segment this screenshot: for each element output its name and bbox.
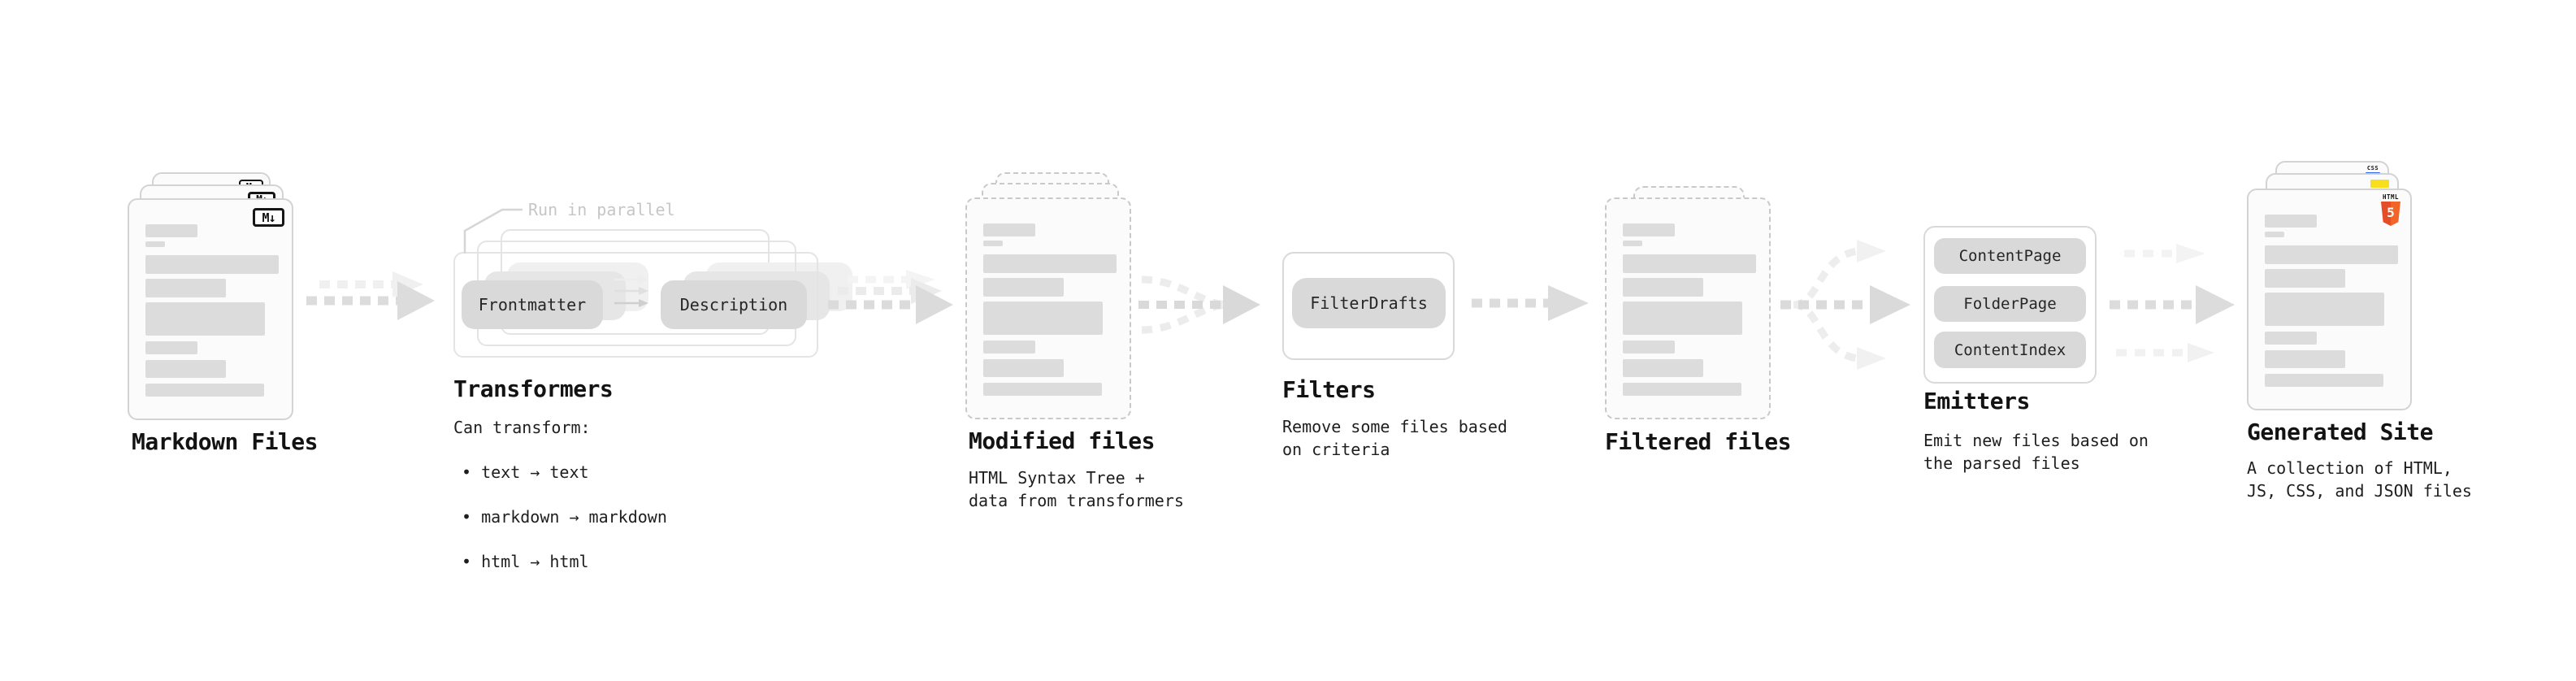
folderpage-chip: FolderPage — [1934, 286, 2086, 322]
generated-site-title: Generated Site — [2247, 419, 2434, 445]
arrow-markdown-to-transformers-icon — [306, 271, 435, 320]
arrow-filters-to-filtered-icon — [1472, 285, 1589, 321]
bullet-item: • html → html — [462, 551, 589, 571]
transformers-subtitle: Can transform: — [453, 418, 591, 437]
frontmatter-chip: Frontmatter — [462, 280, 603, 329]
arrow-emitters-to-site-icon — [2110, 244, 2235, 362]
html5-icon: HTML 5 — [2380, 194, 2401, 226]
bullet-item: • text → text — [462, 462, 589, 482]
filtered-files-title: Filtered files — [1605, 428, 1792, 455]
generated-site-desc: A collection of HTML, JS, CSS, and JSON … — [2247, 458, 2472, 501]
markdown-icon: M↓ — [253, 208, 284, 227]
modified-files-title: Modified files — [969, 427, 1156, 454]
filters-title: Filters — [1282, 376, 1376, 403]
emitters-title: Emitters — [1923, 388, 2030, 414]
markdown-files-title: Markdown Files — [132, 428, 319, 455]
filters-desc: Remove some files based on criteria — [1282, 417, 1507, 459]
run-in-parallel-note: Run in parallel — [528, 200, 675, 219]
emitters-desc: Emit new files based on the parsed files — [1923, 431, 2149, 473]
modified-file-front — [965, 197, 1131, 419]
site-file-front: HTML 5 — [2247, 189, 2412, 410]
transformer-panel-front — [453, 252, 818, 358]
filterdrafts-chip: FilterDrafts — [1292, 278, 1446, 328]
modified-files-desc: HTML Syntax Tree + data from transformer… — [969, 468, 1184, 510]
contentindex-chip: ContentIndex — [1934, 332, 2086, 368]
transformers-title: Transformers — [453, 375, 614, 402]
markdown-file-front: M↓ — [128, 198, 293, 420]
description-chip: Description — [661, 280, 807, 329]
javascript-icon — [2370, 180, 2389, 188]
filtered-file-front — [1605, 197, 1771, 419]
transform-mini-arrows-icon — [614, 275, 648, 307]
transformers-bullets: • text → text • markdown → markdown • ht… — [462, 439, 667, 596]
bullet-item: • markdown → markdown — [462, 506, 667, 527]
run-in-parallel-callout-icon — [463, 208, 523, 254]
arrow-filtered-to-emitters-icon — [1780, 240, 1910, 370]
document-text-placeholder — [1607, 199, 1769, 418]
arrow-modified-to-filters-icon — [1138, 275, 1260, 334]
document-text-placeholder — [129, 200, 292, 419]
contentpage-chip: ContentPage — [1934, 238, 2086, 274]
document-text-placeholder — [2249, 190, 2410, 409]
arrow-transformers-to-modified-icon — [828, 270, 953, 324]
document-text-placeholder — [967, 199, 1130, 418]
